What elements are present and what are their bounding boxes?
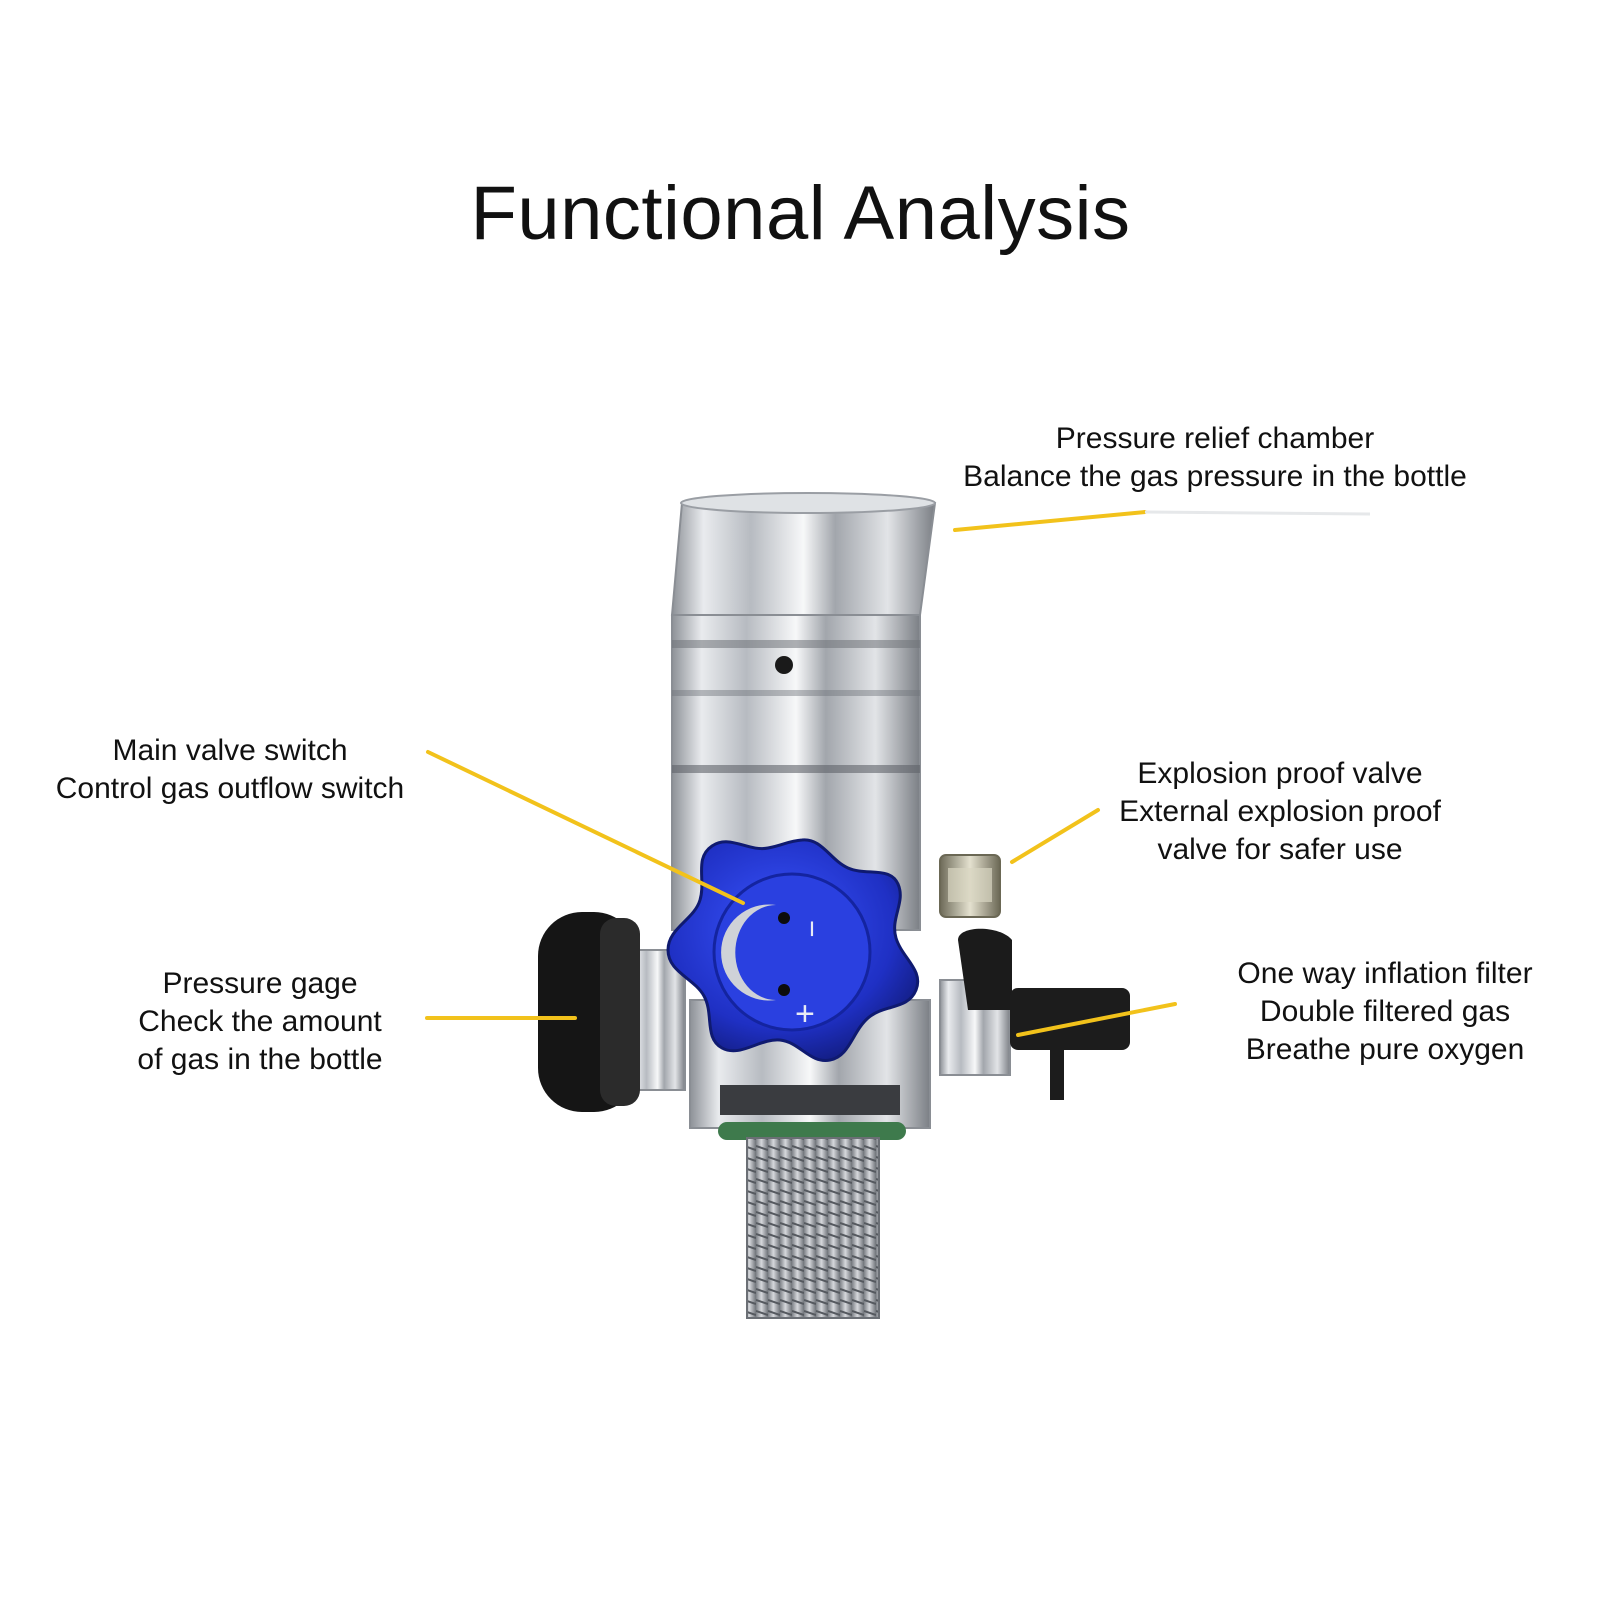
leader-line-relief [953, 510, 1147, 532]
callout-pressure-relief: Pressure relief chamber Balance the gas … [935, 420, 1495, 496]
callout-description: Breathe pure oxygen [1245, 1033, 1525, 1066]
o-ring [718, 1122, 906, 1140]
callout-heading: Pressure gage [162, 967, 358, 1000]
callout-description: Check the amount [138, 1005, 382, 1038]
callout-pressure-gage: Pressure gage Check the amount of gas in… [110, 965, 410, 1079]
callout-inflation-filter: One way inflation filter Double filtered… [1205, 955, 1565, 1069]
leader-line-filter [1016, 1002, 1177, 1037]
knob-minus-mark: − [795, 920, 828, 938]
inflation-filter [939, 928, 1130, 1100]
callout-description: External explosion proof [1119, 795, 1441, 828]
explosion-proof-valve [939, 854, 1001, 918]
callout-description: of gas in the bottle [137, 1043, 383, 1076]
callout-explosion-proof: Explosion proof valve External explosion… [1090, 755, 1470, 869]
callout-description: valve for safer use [1157, 833, 1403, 866]
callout-main-valve: Main valve switch Control gas outflow sw… [30, 732, 430, 808]
page-title: Functional Analysis [470, 171, 1131, 256]
pressure-relief-chamber [670, 502, 937, 616]
callout-description: Balance the gas pressure in the bottle [963, 460, 1467, 493]
callout-heading: Explosion proof valve [1137, 757, 1423, 790]
callout-heading: Pressure relief chamber [1055, 422, 1375, 455]
knob-plus-mark: + [795, 995, 815, 1033]
threaded-stem [746, 1137, 880, 1319]
callout-heading: One way inflation filter [1237, 957, 1533, 990]
callout-description: Control gas outflow switch [55, 772, 405, 805]
callout-heading: Main valve switch [112, 734, 348, 767]
leader-line-explosion [1010, 808, 1100, 864]
callout-description: Double filtered gas [1259, 995, 1511, 1028]
leader-line-main-valve [426, 750, 745, 905]
pressure-gage [538, 912, 686, 1112]
